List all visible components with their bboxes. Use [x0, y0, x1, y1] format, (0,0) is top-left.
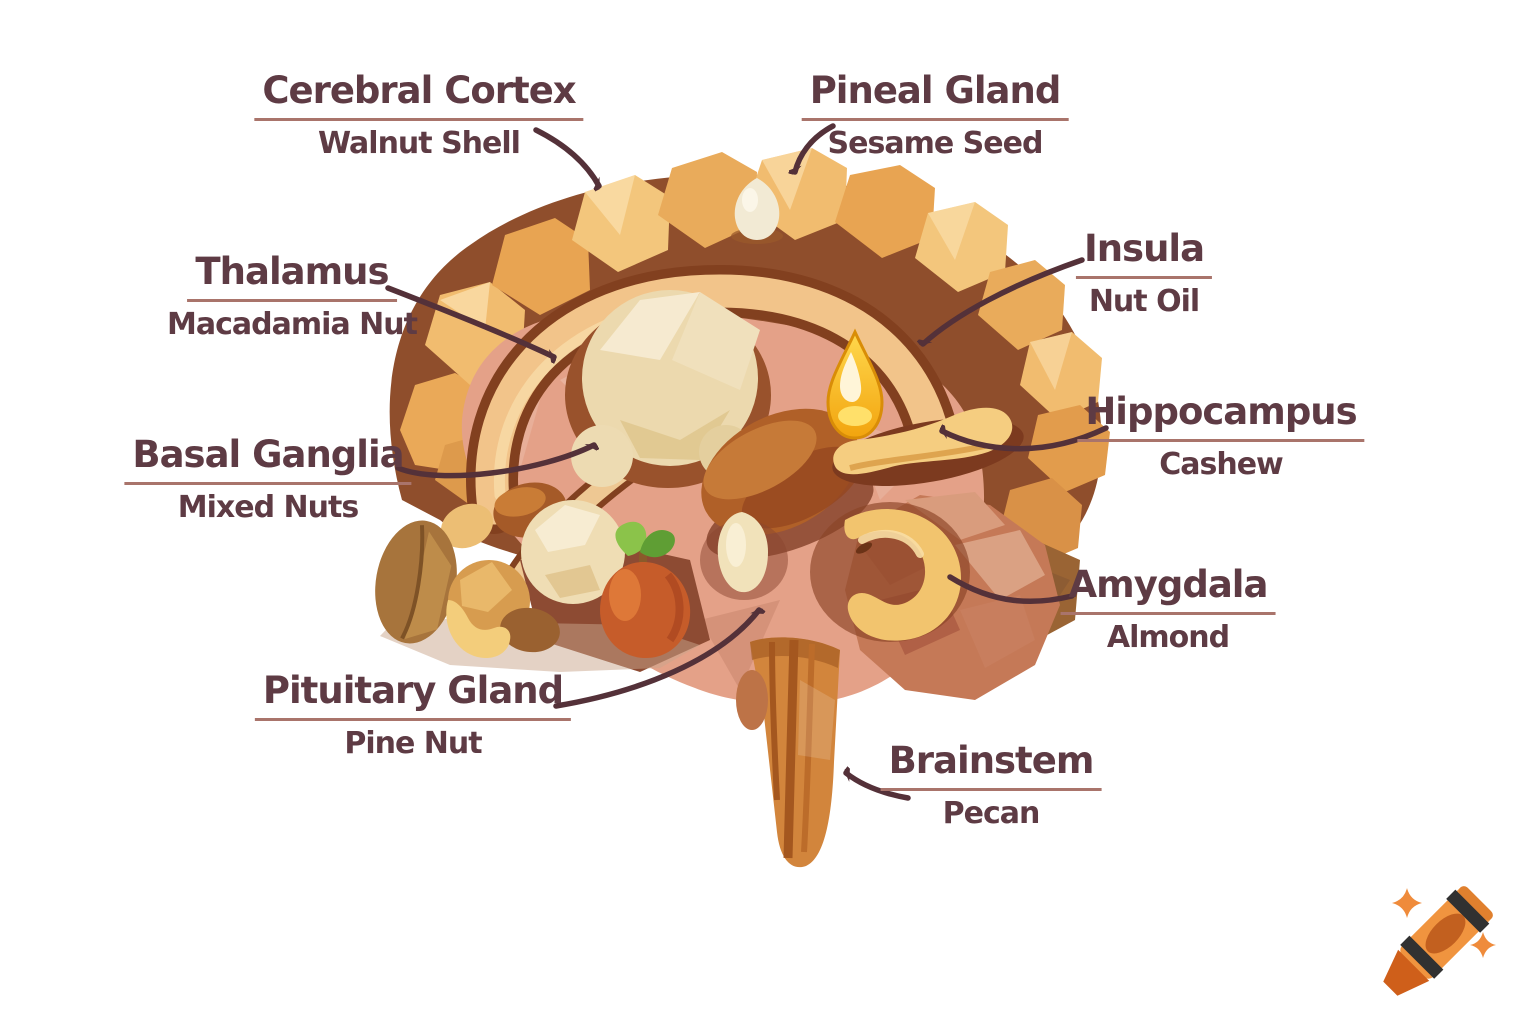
central-almond — [701, 408, 862, 536]
label-brainstem: Brainstem Pecan — [880, 741, 1102, 831]
food-name: Almond — [1106, 619, 1230, 655]
label-hippocampus: Hippocampus Cashew — [1077, 392, 1365, 482]
label-cerebral-cortex: Cerebral Cortex Walnut Shell — [254, 71, 584, 161]
arrow-thalamus — [385, 285, 554, 357]
brainstem-pecan — [736, 637, 840, 868]
arrow-hippocampus — [942, 428, 1109, 452]
part-name: Brainstem — [880, 741, 1102, 791]
pituitary-pine-nut — [700, 512, 788, 600]
arrow-basal-ganglia — [395, 442, 594, 479]
food-name: Macadamia Nut — [167, 306, 418, 342]
label-insula: Insula Nut Oil — [1075, 229, 1213, 319]
part-name: Cerebral Cortex — [254, 71, 584, 121]
crayon-icon — [1383, 886, 1496, 996]
label-basal-ganglia: Basal Ganglia Mixed Nuts — [124, 435, 412, 525]
food-name: Sesame Seed — [827, 125, 1044, 161]
pineal-sesame-seed — [731, 178, 783, 244]
part-name: Basal Ganglia — [124, 435, 412, 485]
part-name: Pituitary Gland — [254, 671, 572, 721]
part-name: Pineal Gland — [801, 71, 1069, 121]
food-name: Mixed Nuts — [177, 489, 359, 525]
food-name: Pecan — [942, 795, 1041, 831]
sparkle-icon — [1392, 888, 1422, 918]
part-name: Amygdala — [1060, 565, 1276, 615]
hippocampus-cashew — [832, 407, 1024, 487]
arrow-insula — [923, 257, 1085, 344]
connector-amygdala — [947, 574, 1075, 605]
amygdala-almond — [810, 502, 970, 642]
label-thalamus: Thalamus Macadamia Nut — [167, 252, 418, 342]
arrow-cerebral-cortex — [533, 127, 602, 186]
sparkle-icon — [1470, 932, 1496, 958]
part-name: Insula — [1075, 229, 1213, 279]
arrow-pituitary-gland — [553, 610, 759, 709]
label-pituitary-gland: Pituitary Gland Pine Nut — [254, 671, 572, 761]
food-name: Pine Nut — [344, 725, 482, 761]
food-name: Nut Oil — [1088, 283, 1200, 319]
part-name: Hippocampus — [1077, 392, 1365, 442]
arrow-brainstem — [846, 773, 911, 801]
label-pineal-gland: Pineal Gland Sesame Seed — [801, 71, 1069, 161]
thalamus-macadamia-nut — [565, 290, 874, 559]
part-name: Thalamus — [187, 252, 397, 302]
food-name: Cashew — [1159, 446, 1284, 482]
food-name: Walnut Shell — [318, 125, 521, 161]
label-amygdala: Amygdala Almond — [1060, 565, 1276, 655]
insula-oil-drop — [826, 328, 884, 440]
basal-ganglia-nut-pile — [375, 482, 710, 672]
arrow-pineal-gland — [795, 123, 836, 172]
annotation-arrows — [385, 123, 1109, 801]
